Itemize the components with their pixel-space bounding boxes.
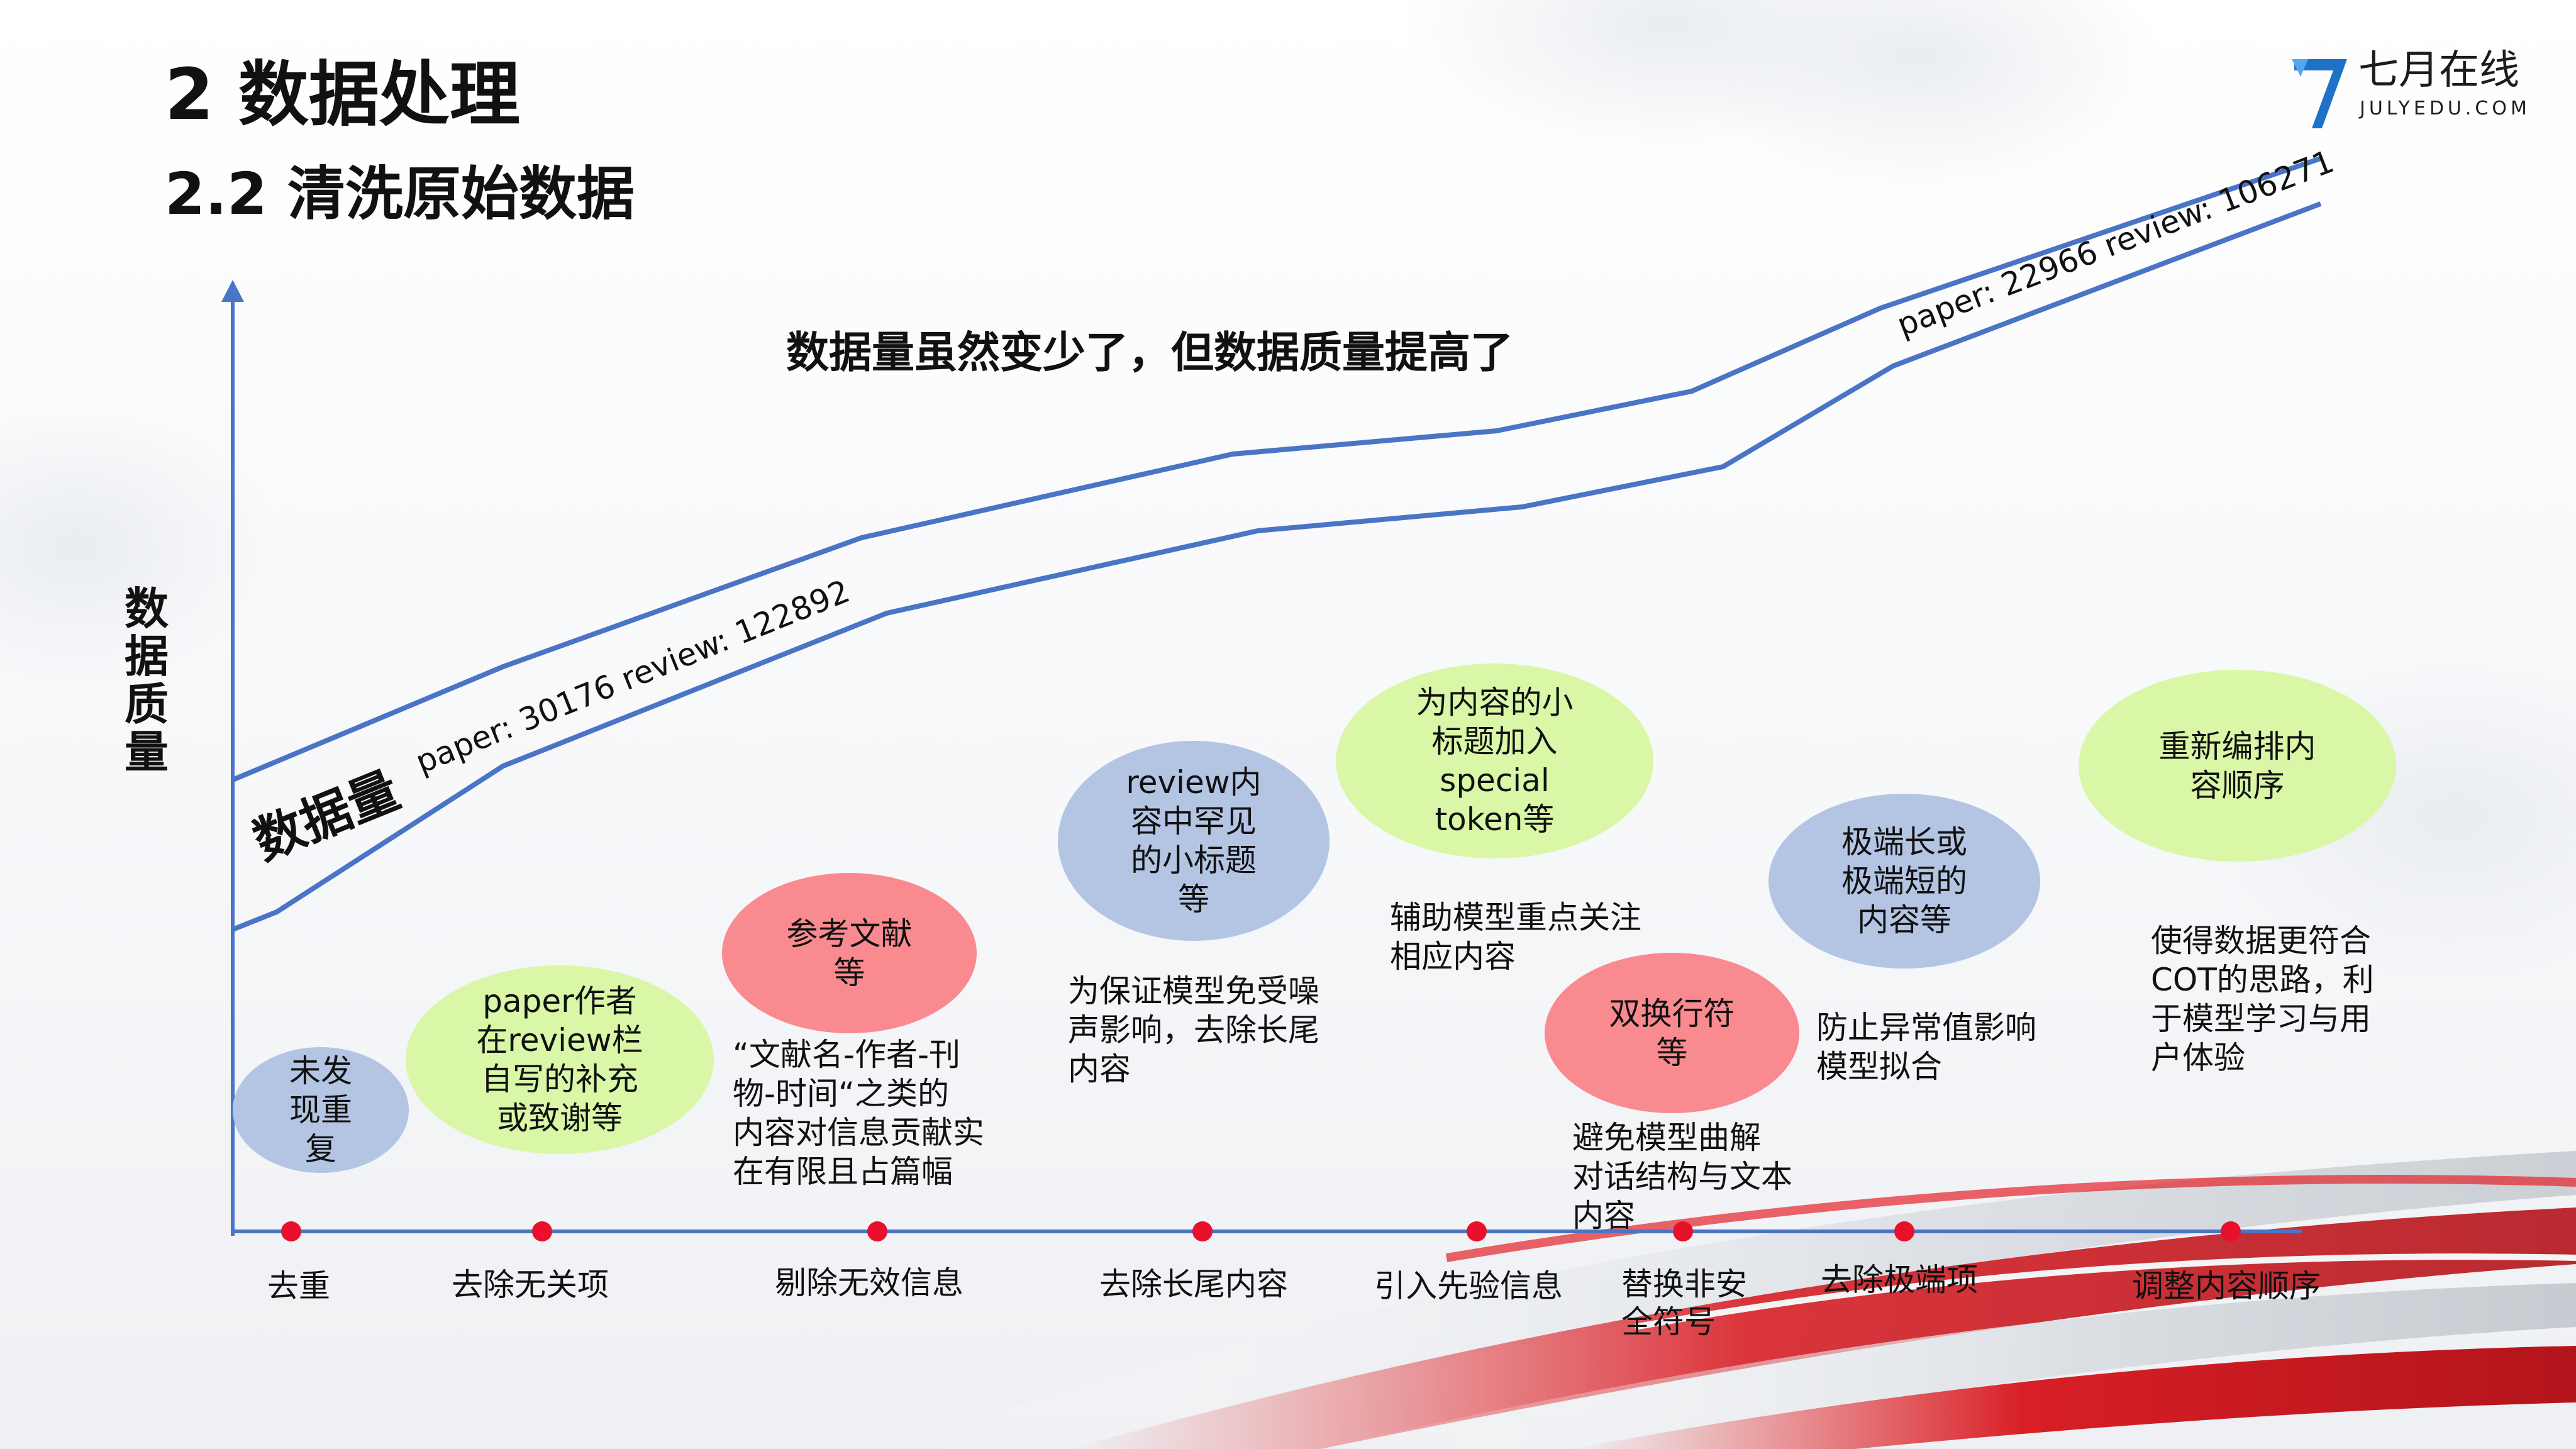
step-topic-dedup: 未发现重复 bbox=[233, 1047, 409, 1173]
step-marker-7 bbox=[1894, 1221, 1914, 1241]
page-title: 2 数据处理 bbox=[165, 54, 520, 136]
y-axis-label: 数据质量 bbox=[125, 583, 169, 778]
seven-logo-icon bbox=[2292, 59, 2347, 128]
step-note-longtail: 为保证模型免受噪声影响，去除长尾内容 bbox=[1068, 973, 1319, 1087]
y-axis bbox=[221, 280, 244, 1236]
step-note-prior: 辅助模型重点关注相应内容 bbox=[1390, 899, 1641, 975]
step-marker-4 bbox=[1192, 1221, 1213, 1241]
step-marker-6 bbox=[1673, 1221, 1693, 1241]
step-label-unsafe: 替换非安全符号 bbox=[1621, 1266, 1747, 1340]
step-marker-3 bbox=[867, 1221, 887, 1241]
step-label-dedup: 去重 bbox=[267, 1268, 330, 1304]
step-label-invalid: 剔除无效信息 bbox=[775, 1265, 963, 1301]
step-marker-8 bbox=[2221, 1221, 2241, 1241]
lower-trend-line bbox=[231, 201, 2322, 932]
band-label: 数据量 bbox=[245, 760, 407, 871]
step-note-extreme: 防止异常值影响模型拟合 bbox=[1816, 1009, 2036, 1085]
logo-text-cn: 七月在线 bbox=[2358, 47, 2519, 94]
step-label-longtail: 去除长尾内容 bbox=[1099, 1266, 1288, 1302]
step-marker-2 bbox=[532, 1221, 552, 1241]
step-topic-longtail: review内容中罕见的小标题等 bbox=[1058, 741, 1330, 941]
step-label-extreme: 去除极端项 bbox=[1821, 1262, 1978, 1298]
y-axis-arrow-icon bbox=[221, 280, 244, 302]
step-topic-irrelevant: paper作者在review栏自写的补充或致谢等 bbox=[406, 965, 714, 1154]
step-label-prior: 引入先验信息 bbox=[1374, 1268, 1563, 1304]
step-note-invalid: “文献名-作者-刊物-时间“之类的内容对信息贡献实在有限且占篇幅 bbox=[733, 1036, 984, 1190]
step-note-unsafe: 避免模型曲解对话结构与文本内容 bbox=[1572, 1119, 1792, 1234]
step-topic-unsafe: 双换行符等 bbox=[1545, 953, 1799, 1113]
step-topic-reorder: 重新编排内容顺序 bbox=[2079, 670, 2396, 862]
step-markers bbox=[281, 1221, 2241, 1241]
page-subtitle: 2.2 清洗原始数据 bbox=[165, 160, 635, 228]
upper-trend-line bbox=[231, 156, 2322, 782]
step-label-irrelevant: 去除无关项 bbox=[452, 1267, 609, 1303]
step-topic-extreme: 极端长或极端短的内容等 bbox=[1768, 794, 2040, 969]
chart-headline: 数据量虽然变少了，但数据质量提高了 bbox=[786, 328, 1514, 378]
brand-logo: 七月在线 JULYEDU.COM bbox=[2289, 45, 2527, 133]
step-marker-1 bbox=[281, 1221, 301, 1241]
step-label-reorder: 调整内容顺序 bbox=[2132, 1268, 2321, 1304]
logo-text-en: JULYEDU.COM bbox=[2360, 97, 2531, 119]
step-marker-5 bbox=[1467, 1221, 1487, 1241]
end-counts: paper: 22966 review: 106271 bbox=[1892, 143, 2339, 343]
step-topic-invalid: 参考文献等 bbox=[722, 873, 977, 1033]
